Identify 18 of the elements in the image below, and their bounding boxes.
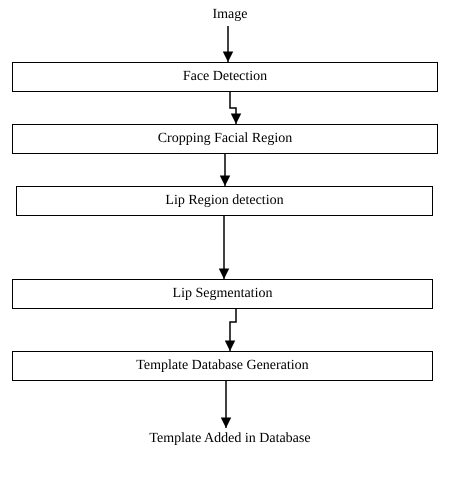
step-label: Lip Segmentation	[172, 286, 272, 302]
step-label: Cropping Facial Region	[158, 131, 292, 147]
process-box	[12, 279, 433, 309]
arrow	[229, 92, 242, 124]
io-label: Image	[195, 4, 265, 26]
arrow	[220, 381, 232, 428]
arrow	[222, 26, 234, 62]
io-label: Template Added in Database	[120, 428, 340, 450]
arrow	[224, 309, 237, 351]
process-box	[12, 351, 433, 381]
process-box	[12, 124, 438, 154]
arrow	[218, 216, 230, 279]
step-label: Lip Region detection	[165, 193, 284, 209]
step-label: Face Detection	[182, 69, 268, 85]
arrow	[220, 154, 230, 186]
step-label: Template Database Generation	[136, 358, 309, 374]
process-box	[12, 62, 438, 92]
process-box	[16, 186, 433, 216]
